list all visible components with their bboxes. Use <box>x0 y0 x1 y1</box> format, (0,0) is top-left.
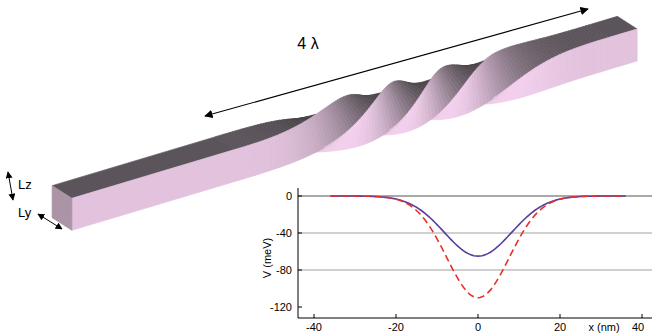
dimension-label: Lz <box>18 178 32 191</box>
wire-facet <box>594 41 597 74</box>
wire-facet <box>241 147 244 180</box>
tick-label: -40 <box>306 322 322 333</box>
x-tick <box>314 314 315 318</box>
y-tick <box>298 196 302 197</box>
axis-title: V (meV) <box>262 238 273 278</box>
lz-arrow <box>8 172 13 200</box>
wire-facet <box>255 142 258 175</box>
tick-label: 20 <box>554 322 566 333</box>
twisted-wire <box>52 16 637 230</box>
x-tick <box>642 314 643 318</box>
wire-facet <box>235 149 238 182</box>
tick-label: 0 <box>475 322 481 333</box>
wire-facet <box>246 145 249 178</box>
tick-label: -80 <box>276 265 292 276</box>
grid-line <box>298 270 652 271</box>
wire-facet <box>52 186 72 231</box>
wire-facet <box>252 143 255 176</box>
dashed-curve <box>330 196 625 298</box>
y-tick <box>298 233 302 234</box>
length-label: 4 λ <box>297 36 318 52</box>
wire-facet <box>606 38 609 71</box>
tick-label: 0 <box>286 191 292 202</box>
wire-facet <box>591 42 594 75</box>
x-tick <box>396 314 397 318</box>
solid-curve <box>330 196 625 256</box>
wire-facet <box>72 150 235 231</box>
axis-title: x (nm) <box>588 322 619 333</box>
grid-line <box>298 233 652 234</box>
wire-facet <box>243 146 246 179</box>
x-tick <box>560 314 561 318</box>
y-tick <box>298 307 302 308</box>
ly-arrow <box>38 214 62 229</box>
y-axis <box>298 188 299 318</box>
x-tick <box>478 314 479 318</box>
wire-facet <box>603 38 606 71</box>
tick-label: -40 <box>276 228 292 239</box>
tick-label: 40 <box>632 322 644 333</box>
wire-facet <box>597 40 600 73</box>
wire-facet <box>600 39 603 72</box>
x-axis <box>298 318 652 319</box>
wire-facet <box>422 90 426 125</box>
tick-label: -20 <box>388 322 404 333</box>
y-tick <box>298 270 302 271</box>
dimension-label: Ly <box>18 206 31 219</box>
wire-facet <box>608 29 637 70</box>
tick-label: -120 <box>270 302 292 313</box>
wire-facet <box>238 148 241 181</box>
length-arrow <box>205 9 588 116</box>
wire-facet <box>249 144 252 177</box>
potential-plot <box>298 188 652 318</box>
